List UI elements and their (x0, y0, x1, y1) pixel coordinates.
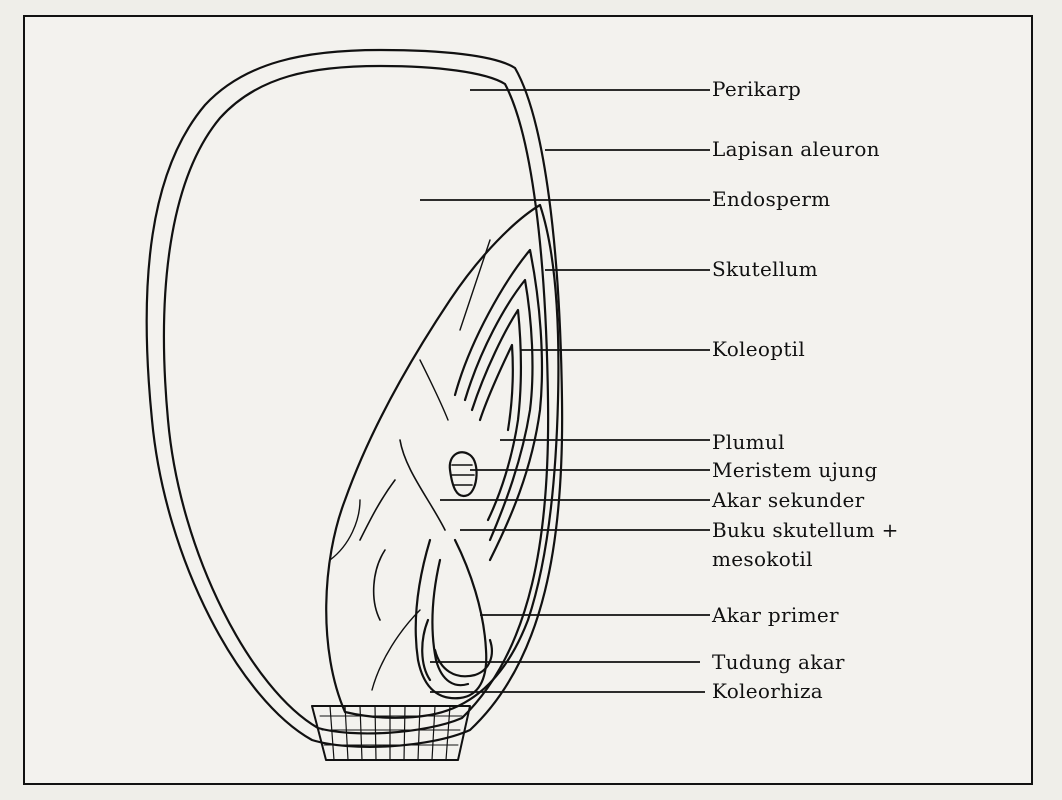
label-skutellum: Skutellum (712, 257, 818, 281)
label-koleorhiza: Koleorhiza (712, 679, 823, 703)
label-plumul: Plumul (712, 430, 785, 454)
label-akar-sekunder: Akar sekunder (712, 488, 864, 512)
label-koleoptil: Koleoptil (712, 337, 805, 361)
label-buku-skutellum: Buku skutellum + (712, 518, 899, 542)
aleurone-outline (164, 66, 548, 733)
label-meristem-ujung: Meristem ujung (712, 458, 878, 482)
label-akar-primer: Akar primer (712, 603, 839, 627)
label-perikarp: Perikarp (712, 77, 801, 101)
pericarp-outline (147, 50, 562, 747)
label-mesokotil: mesokotil (712, 547, 813, 571)
label-lapisan-aleuron: Lapisan aleuron (712, 137, 880, 161)
label-endosperm: Endosperm (712, 187, 830, 211)
label-tudung-akar: Tudung akar (712, 650, 845, 674)
